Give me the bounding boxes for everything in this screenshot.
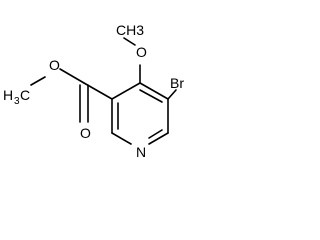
bromo-label: Br <box>170 75 184 91</box>
ester-methyl-label: H 3 C <box>3 87 30 107</box>
pyridine-ring <box>111 82 169 145</box>
bond-o-ch3 <box>123 37 136 46</box>
ring-nitrogen-label: N <box>136 144 146 160</box>
methoxy-oxygen-label: O <box>136 44 147 60</box>
bond-c3-c4 <box>111 82 141 100</box>
bond-carbonyl-ester-o <box>59 68 85 84</box>
bond-c5-br <box>167 89 177 100</box>
bond-c6-n-inner <box>148 129 163 139</box>
bond-n-c2 <box>111 132 132 145</box>
ester-methyl-h: H <box>3 87 13 103</box>
bond-c6-n <box>148 132 169 145</box>
bond-c4-c5-outer <box>139 82 169 100</box>
methoxy-methyl-label: CH3 <box>116 22 144 38</box>
bond-c4-c5-inner <box>139 89 163 103</box>
carbonyl-oxygen-label: O <box>80 125 91 141</box>
ester-oxygen-label: O <box>49 57 60 73</box>
ester-methyl-c: C <box>20 87 30 103</box>
ester-methyl-subscript: 3 <box>14 96 20 107</box>
structure-diagram: O CH3 O O N Br H 3 C <box>3 22 184 160</box>
bond-ester-o-methyl <box>30 76 46 86</box>
molecule-canvas: O CH3 O O N Br H 3 C <box>3 22 184 160</box>
